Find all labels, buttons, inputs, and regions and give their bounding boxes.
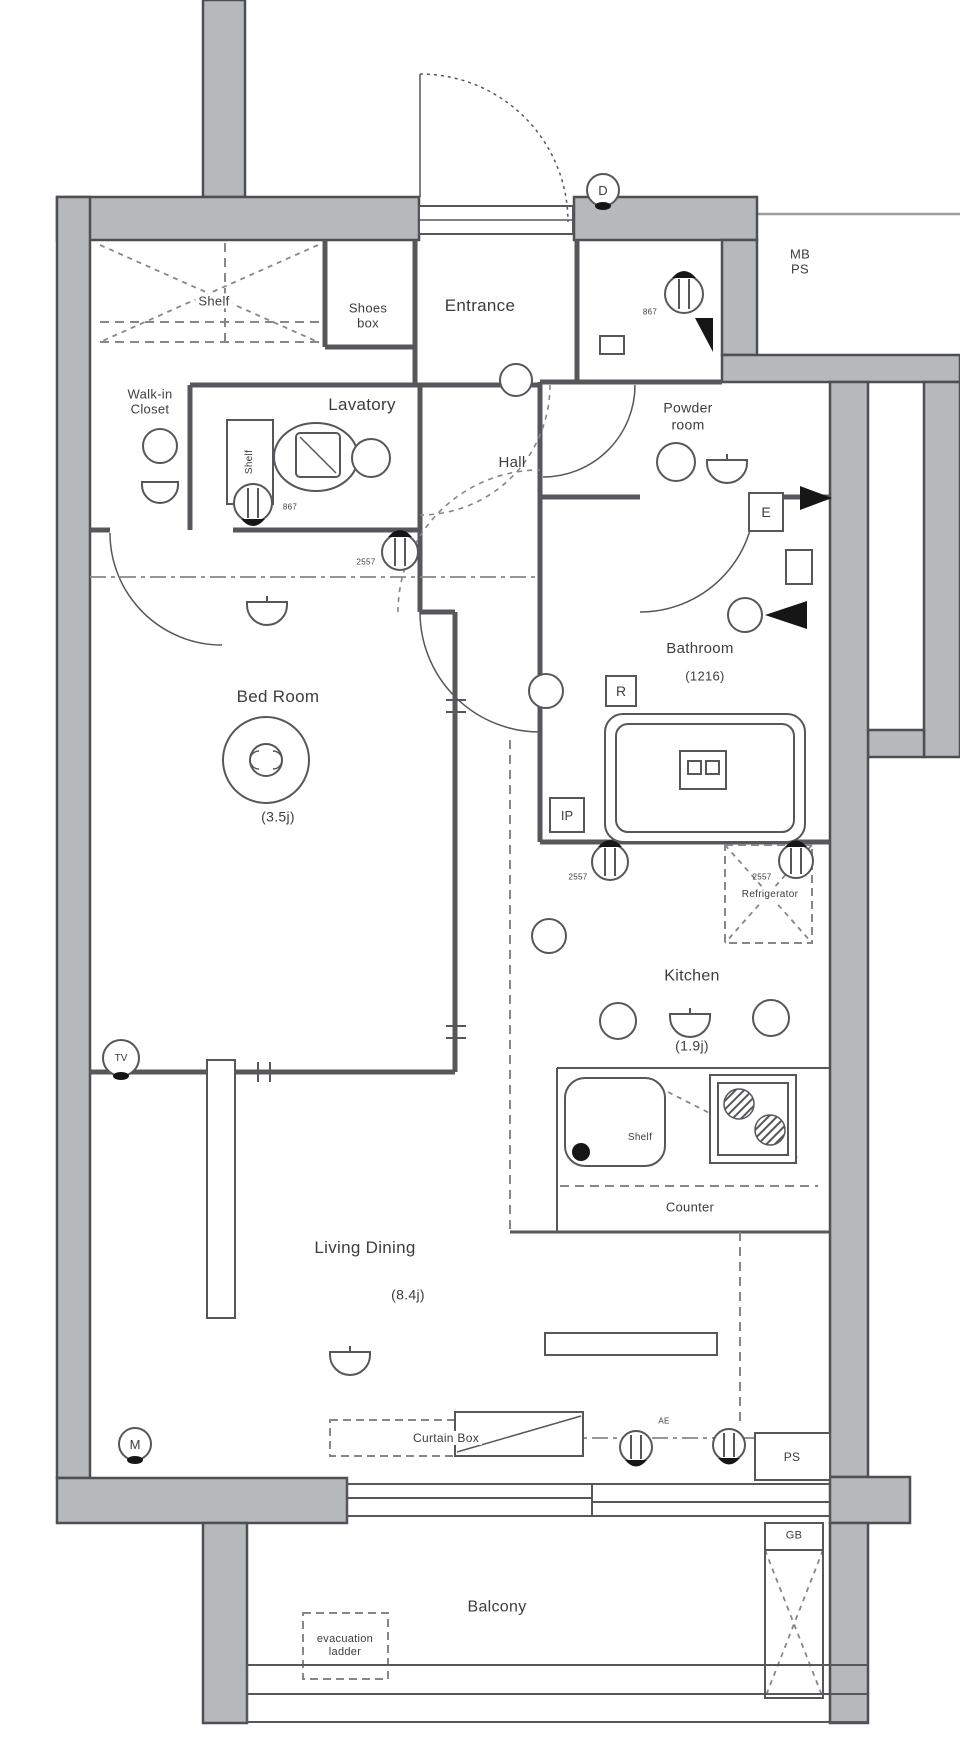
sink-shelf-label: Shelf <box>627 1132 653 1144</box>
vent-fan-icon <box>591 840 629 881</box>
downlight-icons <box>499 363 790 1040</box>
balcony-label: Balcony <box>467 1598 527 1616</box>
burner-icon <box>723 1088 755 1120</box>
bathtub <box>604 713 806 843</box>
refrigerator-space <box>724 844 813 944</box>
gb-label: GB <box>785 1529 803 1542</box>
counter-rect <box>544 1332 718 1356</box>
kitchen-sink <box>564 1077 666 1167</box>
entrance-label: Entrance <box>444 295 516 315</box>
shoes-box-label: Shoes box <box>348 300 388 331</box>
vent-fan-icon <box>712 1428 746 1465</box>
vent-fan-icons <box>233 271 814 1467</box>
wic-shelf-label: Shelf <box>195 293 233 309</box>
bathroom-label: Bathroom <box>666 640 734 658</box>
faucet-wedge-icon <box>800 486 832 510</box>
refrigerator-label: Refrigerator <box>738 889 802 901</box>
vent-height-label: 2557 <box>568 872 588 882</box>
bed-room-size-label: (3.5j) <box>261 808 295 825</box>
walk-in-closet-label: Walk-in Closet <box>127 386 173 417</box>
ps-label: PS <box>783 1449 801 1464</box>
living-dining-size-label: (8.4j) <box>391 1286 425 1303</box>
vent-height-label: 2557 <box>356 557 376 567</box>
electric-marker: E <box>748 492 784 532</box>
toilet <box>273 422 391 492</box>
fan-height-label: 867 <box>642 307 658 317</box>
vent-fan-icon <box>664 271 704 314</box>
door-arcs <box>109 384 756 733</box>
door-wedge-icon <box>695 318 713 352</box>
sliding-door-ticks <box>257 699 466 1082</box>
vent-fan-icon <box>619 1430 653 1467</box>
evacuation-ladder-label: evacuation ladder <box>316 1633 374 1658</box>
door-marker: D <box>586 173 620 207</box>
ceiling-light-icon <box>222 716 310 804</box>
ps-box <box>754 1432 831 1481</box>
washing-space-fittings <box>599 318 713 355</box>
vent-height-label: 2557 <box>752 872 772 882</box>
kitchen-label: Kitchen <box>664 967 720 985</box>
mb-ps-label: MB PS <box>789 246 811 277</box>
living-dining-label: Living Dining <box>314 1237 416 1257</box>
bed-room-label: Bed Room <box>236 686 320 706</box>
lavatory-shelf-label: Shelf <box>244 449 256 475</box>
bathroom-size-label: (1216) <box>685 668 725 684</box>
air-exhaust-label: AE <box>658 1416 670 1426</box>
vent-fan-icon <box>233 483 273 526</box>
kitchen-size-label: (1.9j) <box>675 1037 709 1054</box>
storage-rect <box>206 1059 236 1319</box>
balcony-railing <box>246 1664 868 1723</box>
burner-icon <box>754 1114 786 1146</box>
counter-label: Counter <box>662 1199 718 1215</box>
shower-unit <box>785 549 813 585</box>
kitchen-counter <box>556 1067 830 1232</box>
intercom-marker: IP <box>549 797 585 833</box>
vent-fan-icon <box>778 840 814 879</box>
hall-label: Hall <box>498 454 526 472</box>
closet-hanger-icon <box>141 428 179 504</box>
fan-height-label: 867 <box>282 502 298 512</box>
interior-walls <box>90 240 830 1234</box>
shower-wedge-icon <box>765 601 807 629</box>
tv-outlet-marker: TV <box>102 1039 140 1077</box>
gb-box <box>764 1522 824 1551</box>
evacuation-ladder-outline <box>302 1612 389 1680</box>
meter-marker: M <box>118 1427 152 1461</box>
faucet-icon <box>572 1143 590 1161</box>
stove <box>709 1074 797 1164</box>
wall-light-icons <box>246 454 748 1376</box>
vent-fan-icon <box>381 530 419 571</box>
lavatory-label: Lavatory <box>328 394 396 414</box>
remote-control-marker: R <box>605 675 637 707</box>
powder-room-label: Powder room <box>663 399 713 432</box>
curtain-box-label: Curtain Box <box>410 1430 482 1446</box>
entrance-door <box>418 73 574 235</box>
